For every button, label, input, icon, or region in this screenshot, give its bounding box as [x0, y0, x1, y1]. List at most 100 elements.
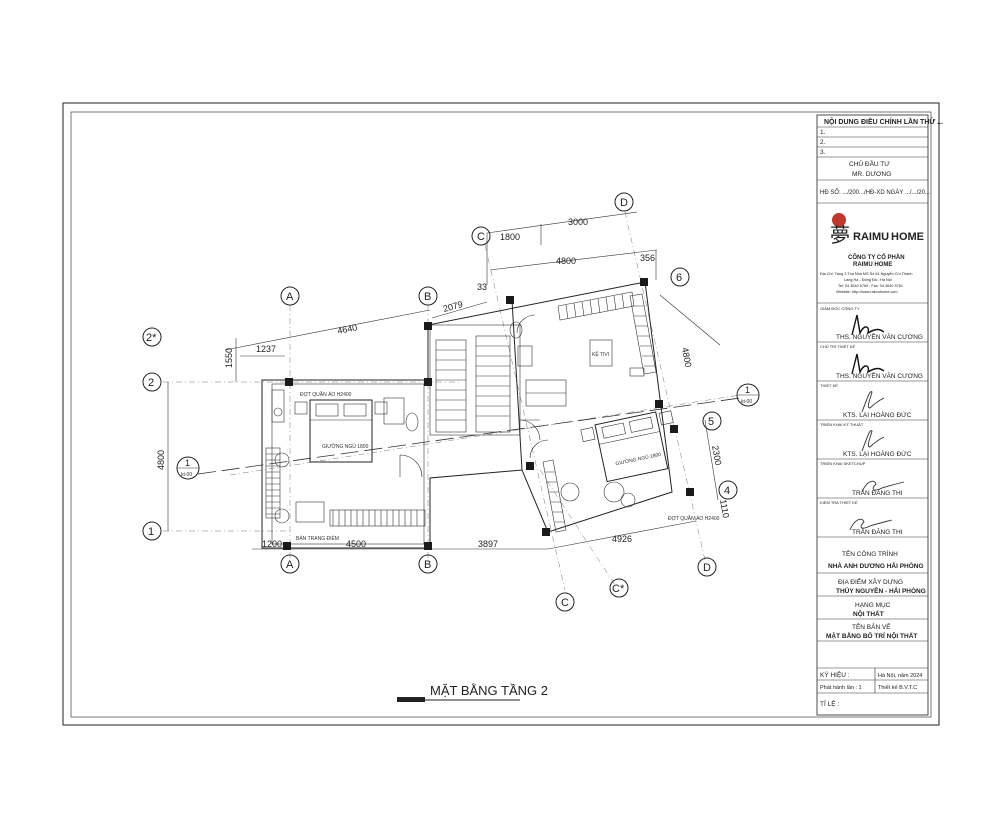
- dim-4800-left: 4800: [156, 450, 166, 470]
- brand-name-b: HOME: [891, 231, 924, 243]
- role-lead-designer: CHỦ TRÌ THIẾT KẾ: [820, 344, 855, 349]
- wardrobe-lower-right: [542, 459, 567, 533]
- columns: [283, 278, 694, 550]
- signature-3: [861, 391, 885, 413]
- logo-sun: [832, 213, 846, 227]
- section-right-num: 1: [745, 385, 750, 395]
- signature-2: [851, 353, 885, 375]
- dimension-labels: 1800 3000 4800 356 33 4640 2079 1237 155…: [156, 217, 731, 549]
- door-4: [516, 314, 536, 334]
- revision-3: 3.: [820, 149, 826, 156]
- rug-left-2: [274, 508, 290, 524]
- role-checker: KIỂM TRA THIẾT KẾ: [820, 500, 858, 505]
- project-name: NHÀ ANH DƯƠNG HẢI PHÒNG: [828, 561, 924, 570]
- signature-4: [861, 430, 885, 452]
- contract-number: HĐ SỐ: .../200.../HĐ-XD NGÀY .../.../20.…: [820, 189, 930, 196]
- dim-3000: 3000: [568, 217, 588, 227]
- grid-bubble-d-top: D: [620, 197, 628, 209]
- bed-right: GIƯỜNG NGỦ 1800: [580, 410, 674, 483]
- grid-bubble-c-top: C: [477, 231, 485, 243]
- dim-4500: 4500: [346, 539, 366, 549]
- place-date: Hà Nội, năm 2024: [878, 673, 922, 679]
- dim-1200: 1200: [262, 539, 282, 549]
- dim-4926: 4926: [612, 534, 632, 544]
- company-address-1: Địa Chỉ: Tầng 3 Tòa Nhà MS Số 61 Nguyễn …: [820, 271, 912, 276]
- door-2: [519, 419, 541, 441]
- owner-name: MR. DƯƠNG: [852, 171, 891, 178]
- section-left-ref: kt-00: [181, 472, 192, 478]
- sheet-name: MẶT BẰNG BỐ TRÍ NỘI THẤT: [826, 630, 917, 640]
- role-sketchup: TRIỂN KHAI SKETCHUP: [820, 461, 866, 466]
- dim-1800: 1800: [500, 232, 520, 242]
- rug-left-1: [274, 452, 290, 468]
- role-designer: THIẾT KẾ: [820, 383, 838, 388]
- section-left-num: 1: [185, 458, 190, 468]
- bathroom-right: [509, 321, 567, 407]
- section-line: [197, 397, 741, 475]
- grid-bubble-4: 4: [724, 485, 730, 497]
- inner-border: [70, 111, 932, 718]
- grid-bubble-d-bottom: D: [703, 562, 711, 574]
- project-label: TÊN CÔNG TRÌNH: [842, 549, 898, 558]
- category-name: NỘI THẤT: [853, 608, 884, 618]
- name-lead-designer: THS. NGUYỄN VĂN CƯƠNG: [836, 371, 923, 380]
- grid-bubble-6: 6: [676, 272, 682, 284]
- owner-label: CHỦ ĐẦU TƯ: [849, 158, 890, 168]
- bathroom-left: [271, 389, 419, 432]
- grid-bubble-b-bottom: B: [424, 559, 431, 571]
- floor-plan: GIƯỜNG NGỦ 1800 ĐỢT QUẦN ÁO H2400 GIƯỜNG…: [163, 211, 741, 591]
- grid-bubble-c-bottom: C: [561, 597, 569, 609]
- revision-2: 2.: [820, 139, 826, 146]
- outer-border: [62, 102, 940, 726]
- scale-label: TỈ LỆ :: [820, 699, 839, 708]
- wardrobe-left-label: ĐỢT QUẦN ÁO H2400: [300, 391, 352, 398]
- grid-bubble-2: 2: [148, 377, 154, 389]
- name-checker: TRẦN ĐĂNG THI: [852, 526, 903, 536]
- section-marker-left: 1 kt-00: [176, 456, 200, 480]
- grid-bubble-c-prime: C*: [612, 583, 625, 595]
- tv-cabinet: [589, 339, 613, 367]
- door-3: [529, 439, 549, 459]
- revision-1: 1.: [820, 129, 826, 136]
- role-director: GIÁM ĐỐC CÔNG TY: [820, 306, 860, 311]
- revision-header: NỘI DUNG ĐIỀU CHỈNH LẦN THỨ ...: [824, 116, 943, 126]
- issue-number: Phát hành lần : 1: [820, 685, 862, 691]
- tv-label: KỆ TIVI: [592, 350, 609, 358]
- company-address-4: Website: http://www.raimuhome.com: [836, 290, 898, 294]
- company-line2: RAIMU HOME: [853, 262, 892, 268]
- dim-3897: 3897: [478, 539, 498, 549]
- signature-1: [851, 314, 885, 336]
- desk-left: [295, 501, 325, 523]
- dim-4800-right: 4800: [680, 347, 693, 368]
- table-round-3: [620, 492, 636, 508]
- dim-2300: 2300: [710, 445, 723, 466]
- company-address-2: Láng Hạ - Đống Đa - Hà Nội: [844, 278, 892, 282]
- wardrobe-right-top: [557, 291, 635, 321]
- section-right-ref: kt-00: [741, 399, 752, 405]
- grid-bubble-5: 5: [708, 416, 714, 428]
- wardrobe-right-label: ĐỢT QUẦN ÁO H2400: [668, 515, 720, 522]
- name-designer: KTS. LẠI HOÀNG ĐỨC: [843, 410, 912, 419]
- table-round-1: [560, 482, 580, 502]
- grid-bubble-b-top: B: [424, 291, 431, 303]
- name-sketchup: TRẦN ĐĂNG THI: [852, 487, 903, 497]
- grid-bubble-a-top: A: [286, 291, 294, 303]
- dim-1550: 1550: [224, 348, 234, 368]
- wardrobe-left-side: [265, 447, 281, 519]
- sheet-label: TÊN BẢN VẼ: [852, 622, 891, 631]
- brand-glyph: 夢: [830, 224, 850, 247]
- bed-left: GIƯỜNG NGỦ 1800 ĐỢT QUẦN ÁO H2400: [294, 391, 388, 463]
- dim-4640: 4640: [336, 322, 358, 336]
- bed-left-label: GIƯỜNG NGỦ 1800: [322, 443, 369, 450]
- drawing-title-block: MẶT BẰNG TẦNG 2: [397, 683, 548, 702]
- section-marker-right: 1 kt-00: [736, 383, 760, 407]
- brand-name-a: RAIMU: [853, 231, 889, 243]
- symbol-label: KÝ HIỆU :: [820, 670, 850, 679]
- site-name: THỦY NGUYÊN - HẢI PHÒNG: [836, 586, 926, 595]
- signature-5: [861, 480, 905, 493]
- bed-right-label: GIƯỜNG NGỦ 1800: [615, 451, 662, 468]
- grid-bubble-1: 1: [148, 526, 154, 538]
- name-technical: KTS. LẠI HOÀNG ĐỨC: [843, 449, 912, 458]
- grid-bubbles: A B C D A B C C* D 2* 2 1 6 5 4: [142, 192, 738, 612]
